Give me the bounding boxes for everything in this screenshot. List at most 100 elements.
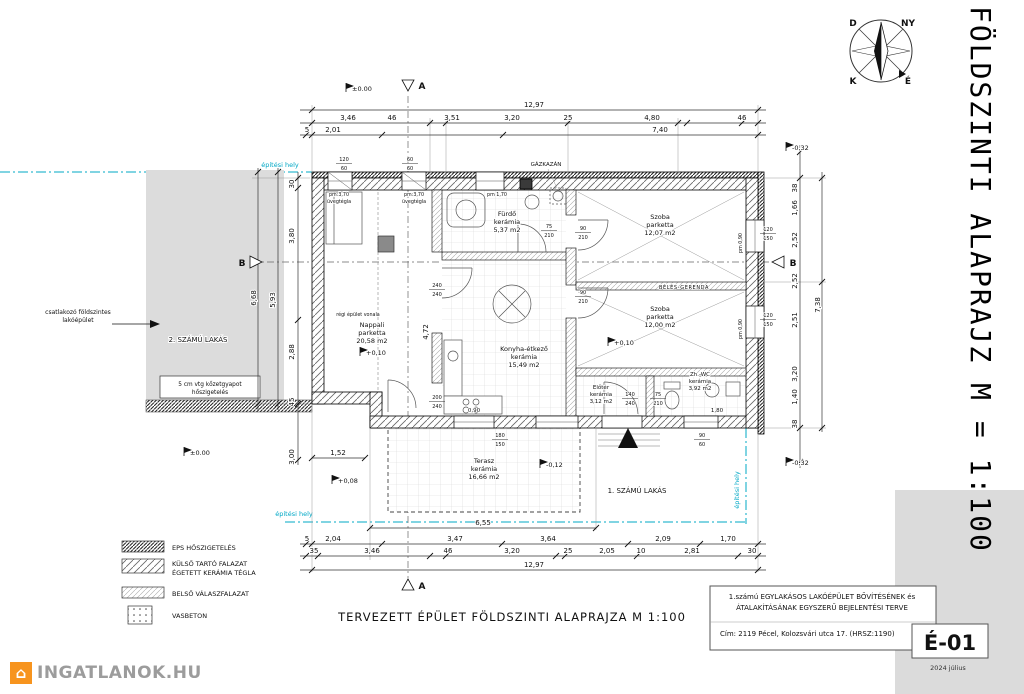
section-marker-b: B bbox=[790, 259, 797, 269]
opening-size: 120 bbox=[339, 157, 349, 163]
level-marker: +0,10 bbox=[614, 339, 634, 347]
section-marker-icon bbox=[401, 79, 415, 92]
legend-label: EPS HŐSZIGETELÉS bbox=[172, 543, 236, 552]
dimensions: 12,97 3,46 46 3,51 3,20 25 4,80 46 5 2,0… bbox=[249, 100, 826, 574]
opening-size: 180 bbox=[495, 433, 505, 439]
compass-north: É bbox=[905, 75, 911, 87]
bathtub bbox=[446, 192, 486, 228]
dim-label: 25 bbox=[564, 547, 573, 555]
site-label: építési hely bbox=[275, 510, 313, 518]
opening-size: 240 bbox=[625, 401, 635, 407]
room-area: 3,92 m2 bbox=[689, 386, 712, 392]
room-material: kerámia bbox=[494, 218, 520, 226]
compass-needle-icon bbox=[874, 22, 881, 80]
room-material: kerámia bbox=[590, 391, 612, 398]
title-block: 1.számú EGYLAKÁSOS LAKÓÉPÜLET BŐVÍTÉSÉNE… bbox=[709, 585, 989, 672]
dim-label: 2,51 bbox=[791, 312, 799, 328]
room-name: Terasz bbox=[473, 457, 495, 465]
room-material: parketta bbox=[646, 313, 673, 321]
room-name: Szoba bbox=[650, 305, 670, 313]
dim-label: 3,20 bbox=[791, 366, 799, 382]
walls bbox=[311, 171, 765, 435]
dim-label: 6,55 bbox=[475, 519, 491, 527]
room-material: parketta bbox=[646, 221, 673, 229]
opening-size: 90 bbox=[580, 226, 586, 232]
opening-size: 60 bbox=[407, 157, 413, 163]
beam-note: BÉLÉS-GERENDA bbox=[659, 283, 709, 291]
opening-size: 200 bbox=[432, 395, 442, 401]
opening-size: 210 bbox=[578, 299, 588, 305]
stove-block bbox=[377, 235, 395, 253]
compass: D NY K É bbox=[849, 19, 915, 87]
opening-size: 150 bbox=[763, 322, 773, 328]
inner-wall bbox=[441, 251, 573, 261]
house-icon: ⌂ bbox=[10, 662, 32, 684]
dim-label: 46 bbox=[444, 547, 453, 555]
section-marker-icon bbox=[401, 578, 415, 591]
level-marker: ±0.00 bbox=[352, 85, 372, 93]
project-title: 1.számú EGYLAKÁSOS LAKÓÉPÜLET BŐVÍTÉSÉNE… bbox=[729, 592, 916, 601]
dim-label: 12,97 bbox=[524, 101, 544, 109]
dim-label: 3,00 bbox=[288, 449, 296, 465]
opening-size: 210 bbox=[544, 233, 554, 239]
opening-size: 75 bbox=[655, 392, 661, 398]
project-title: ÁTALAKÍTÁSÁNAK EGYSZERŰ BEJELENTÉSI TERV… bbox=[736, 603, 908, 612]
room-material: kerámia bbox=[511, 353, 537, 361]
compass-east: K bbox=[850, 77, 858, 87]
legend-label: BELSŐ VÁLASZFALAZAT bbox=[172, 589, 249, 598]
boiler-note: GÁZKAZÁN bbox=[531, 161, 562, 168]
annotations: GÁZKAZÁN BÉLÉS-GERENDA régi épület vonal… bbox=[183, 79, 810, 592]
existing-building: 2. SZÁMÚ LAKÁS 5 cm vtg kőzetgyapot hősz… bbox=[44, 170, 313, 413]
windows-doors bbox=[327, 171, 765, 448]
section-marker-a: A bbox=[419, 582, 426, 592]
dim-label: 4,80 bbox=[644, 114, 660, 122]
dim-label: 1,66 bbox=[791, 200, 799, 216]
dim-label: 38 bbox=[791, 184, 799, 193]
dim-label: 2,04 bbox=[325, 535, 341, 543]
insulation-note: hőszigetelés bbox=[192, 389, 228, 396]
sheet-number: É-01 bbox=[924, 630, 976, 655]
north-tick-icon bbox=[899, 70, 906, 78]
washbasin bbox=[524, 194, 540, 210]
boiler bbox=[549, 187, 567, 205]
dim-label: 3,20 bbox=[504, 547, 520, 555]
opening-size: 120 bbox=[763, 313, 773, 319]
terasz-outline bbox=[387, 427, 581, 513]
dim-label: 38 bbox=[791, 420, 799, 429]
level-marker: ±0.00 bbox=[190, 449, 210, 457]
washbasin bbox=[704, 382, 720, 398]
opening-size: 60 bbox=[699, 442, 705, 448]
section-marker-a: A bbox=[419, 82, 426, 92]
inner-wall bbox=[565, 247, 577, 286]
opening-size: 90 bbox=[580, 290, 586, 296]
room-name: Nappali bbox=[360, 321, 385, 329]
dim-label: 6,68 bbox=[250, 290, 258, 306]
dim-label: 1,40 bbox=[791, 389, 799, 405]
opening-size: 240 bbox=[432, 283, 442, 289]
level-marker: -0,12 bbox=[546, 461, 563, 469]
opening-size: 150 bbox=[763, 236, 773, 242]
room-material: parketta bbox=[358, 329, 385, 337]
project-address: Cím: 2119 Pécel, Kolozsvári utca 17. (HR… bbox=[720, 630, 895, 638]
insulation-note: 5 cm vtg kőzetgyapot bbox=[178, 382, 242, 388]
dim-label: 3,46 bbox=[364, 547, 380, 555]
dim-label: 45 bbox=[288, 398, 296, 407]
room-area: 3,12 m2 bbox=[590, 399, 613, 405]
opening-size: 210 bbox=[578, 235, 588, 241]
dim-label: 2,81 bbox=[684, 547, 700, 555]
drawing-title: TERVEZETT ÉPÜLET FÖLDSZINTI ALAPRAJZA M … bbox=[337, 608, 686, 624]
parapet-note: pm 0,90 bbox=[738, 319, 744, 339]
sofa bbox=[325, 191, 363, 245]
unit2-label: 2. SZÁMÚ LAKÁS bbox=[169, 335, 228, 344]
furniture bbox=[325, 187, 741, 415]
room-material: kerámia bbox=[689, 378, 711, 385]
dim-label: 35 bbox=[310, 547, 319, 555]
parapet-note: pm 0,90 bbox=[738, 233, 744, 253]
logo-text: INGATLANOK.HU bbox=[37, 663, 202, 683]
dining-table bbox=[492, 284, 532, 324]
room-name: Konyha-étkező bbox=[500, 344, 548, 353]
kitchen-counter bbox=[443, 339, 463, 397]
legend-label: ÉGETETT KERÁMIA TÉGLA bbox=[172, 568, 256, 577]
adjoining-note: csatlakozó földszintes bbox=[45, 309, 111, 316]
legend-swatch-eps bbox=[121, 540, 165, 553]
